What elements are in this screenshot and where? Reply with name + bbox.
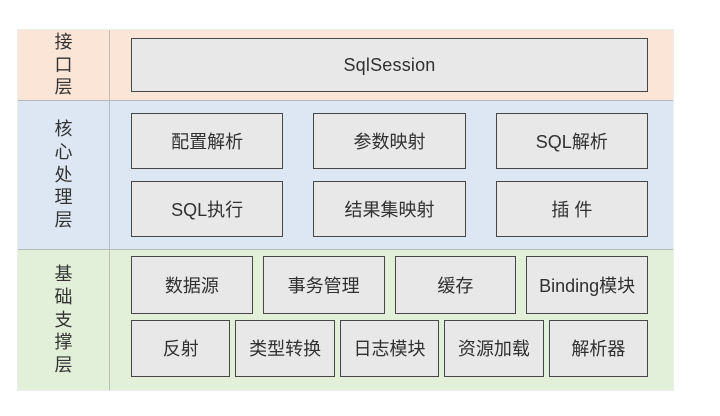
layer-label-text: 基础支撑层 <box>54 263 73 376</box>
layer-interface: 接口层 SqlSession <box>18 30 673 100</box>
layer-content-core: 配置解析 参数映射 SQL解析 SQL执行 结果集映射 插 件 <box>110 101 673 249</box>
box-data-source: 数据源 <box>131 256 253 314</box>
layer-label-foundation-support: 基础支撑层 <box>18 250 109 390</box>
box-plugin: 插 件 <box>495 181 648 237</box>
layered-architecture-diagram: 接口层 SqlSession 核心处理层 配置解析 参数映射 SQL解析 <box>17 29 674 391</box>
box-type-conversion: 类型转换 <box>235 319 335 377</box>
box-logging-module: 日志模块 <box>339 319 440 377</box>
box-sql-execution: SQL执行 <box>131 181 284 237</box>
layer-content-foundation: 数据源 事务管理 缓存 Binding模块 反射 类型转换 日志模块 资源加载 … <box>110 250 673 390</box>
box-sql-parsing: SQL解析 <box>495 113 648 169</box>
box-sqlsession: SqlSession <box>131 38 648 92</box>
layer-label-text: 核心处理层 <box>54 118 73 231</box>
layer-foundation-support: 基础支撑层 数据源 事务管理 缓存 Binding模块 反射 类型转换 日志模块… <box>18 249 673 390</box>
box-row: SQL执行 结果集映射 插 件 <box>131 181 648 237</box>
box-resultset-mapping: 结果集映射 <box>313 181 466 237</box>
layer-content-interface: SqlSession <box>110 30 673 100</box>
box-binding-module: Binding模块 <box>526 256 648 314</box>
box-row: 反射 类型转换 日志模块 资源加载 解析器 <box>131 319 649 377</box>
box-transaction-management: 事务管理 <box>262 256 385 314</box>
box-parameter-mapping: 参数映射 <box>313 113 466 169</box>
label-divider-line <box>109 30 110 100</box>
layer-core-processing: 核心处理层 配置解析 参数映射 SQL解析 SQL执行 结果集映射 插 件 <box>18 100 673 249</box>
label-divider-line <box>109 101 110 249</box>
label-divider-line <box>109 250 110 390</box>
layer-label-text: 接口层 <box>54 31 73 98</box>
box-cache: 缓存 <box>394 256 517 314</box>
layer-label-core-processing: 核心处理层 <box>18 101 109 249</box>
box-row: SqlSession <box>131 38 648 92</box>
box-config-parsing: 配置解析 <box>131 113 284 169</box>
box-resource-loading: 资源加载 <box>444 319 544 377</box>
box-reflection: 反射 <box>131 319 231 377</box>
box-row: 配置解析 参数映射 SQL解析 <box>131 113 648 169</box>
box-row: 数据源 事务管理 缓存 Binding模块 <box>131 256 648 314</box>
layer-label-interface: 接口层 <box>18 30 109 100</box>
box-parser: 解析器 <box>548 319 649 377</box>
